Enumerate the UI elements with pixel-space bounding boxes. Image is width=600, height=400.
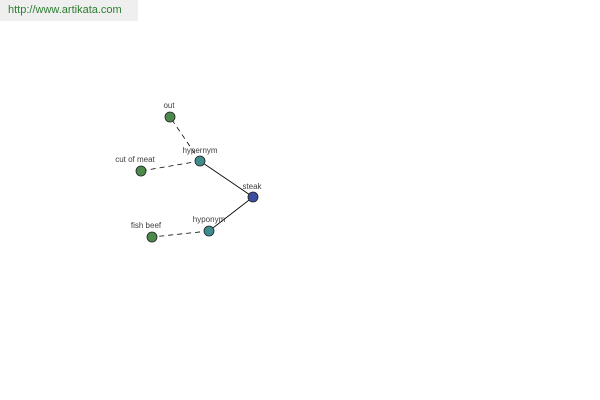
- node-out[interactable]: [164, 111, 176, 123]
- node-fish-beef[interactable]: [146, 231, 158, 243]
- edge-hyponym-fish-beef: [151, 230, 210, 238]
- node-hyponym[interactable]: [203, 225, 215, 237]
- label-cut-of-meat: cut of meat: [115, 155, 155, 164]
- label-fish-beef: fish beef: [131, 221, 162, 230]
- node-steak[interactable]: [247, 191, 259, 203]
- source-url[interactable]: http://www.artikata.com: [0, 0, 138, 21]
- label-hyponym: hyponym: [193, 215, 226, 224]
- edge-steak-hypernym: [199, 160, 254, 198]
- label-out: out: [163, 101, 175, 110]
- node-cut-of-meat[interactable]: [135, 165, 147, 177]
- edge-steak-hyponym: [208, 196, 254, 232]
- edge-hypernym-cut-of-meat: [140, 160, 201, 172]
- node-hypernym[interactable]: [194, 155, 206, 167]
- label-steak: steak: [242, 182, 262, 191]
- label-hypernym: hypernym: [182, 146, 217, 155]
